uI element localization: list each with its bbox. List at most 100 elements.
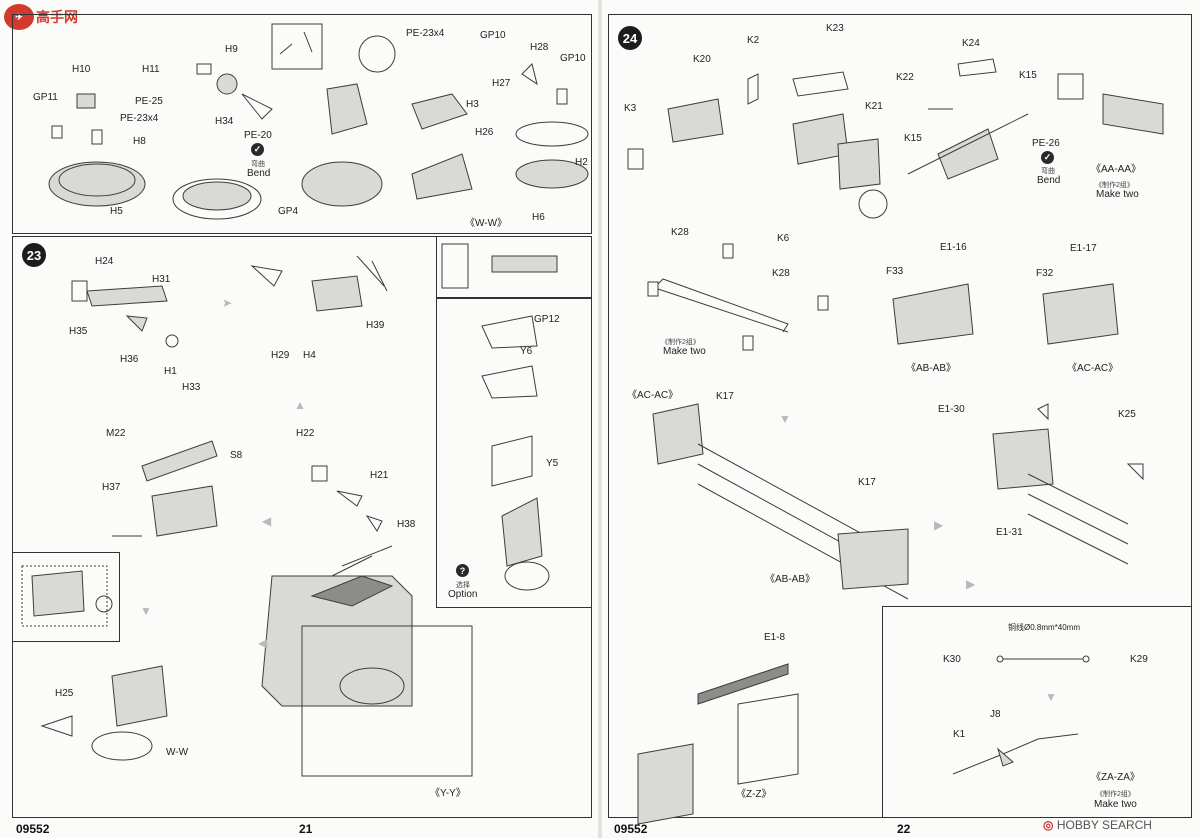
label-H2: H2: [575, 157, 588, 168]
view-label-yy: 《Y-Y》: [430, 788, 466, 799]
panel-ww-turret-ring: [12, 14, 592, 234]
label-H11: H11: [142, 64, 160, 75]
view-label-zz: 《Z-Z》: [736, 789, 772, 800]
step-23-badge: 23: [22, 243, 46, 267]
label-K20: K20: [693, 54, 711, 65]
label-PE-23x4-a: PE-23x4: [120, 113, 159, 124]
label-K15-a: K15: [1019, 70, 1037, 81]
view-label-ww: 《W-W》: [465, 218, 508, 229]
view-label-ac-ac-1: 《AC-AC》: [1067, 363, 1119, 374]
make-two-zh-3: 《制作2组》: [1096, 791, 1135, 798]
inset-gun-mount: [12, 552, 120, 642]
inset-za-za-cable: [882, 606, 1192, 818]
label-H35: H35: [69, 326, 88, 337]
bend-check-icon: ✓: [251, 143, 264, 156]
view-label-ab-ab-1: 《AB-AB》: [906, 363, 957, 374]
label-Y5: Y5: [546, 458, 559, 469]
label-K6: K6: [777, 233, 790, 244]
label-GP10-a: GP10: [480, 30, 506, 41]
step-24-drawing: [627, 58, 1164, 825]
page-gutter: [598, 0, 602, 838]
label-K3: K3: [624, 103, 637, 114]
label-K1: K1: [953, 729, 966, 740]
hobby-search-watermark: ◎ HOBBY SEARCH: [1043, 818, 1152, 832]
label-K15-b: K15: [904, 133, 922, 144]
logo-text: 高手网: [36, 9, 78, 25]
arrow-step24-a: ▼: [779, 412, 791, 426]
label-K29: K29: [1130, 654, 1148, 665]
make-two-zh-1: 《制作2组》: [1095, 182, 1134, 189]
label-K17-a: K17: [716, 391, 734, 402]
label-H25: H25: [55, 688, 74, 699]
arrow-step23-a: ➤: [222, 296, 233, 310]
label-H22: H22: [296, 428, 315, 439]
label-K23: K23: [826, 23, 844, 34]
footer-kit-number-left: 09552: [16, 822, 50, 836]
bend-note-en-2: Bend: [1037, 175, 1061, 186]
label-J8: J8: [990, 709, 1001, 720]
logo-icon: ✈: [4, 4, 34, 30]
label-H1: H1: [164, 366, 177, 377]
label-H33: H33: [182, 382, 201, 393]
inset-option-seat: [436, 298, 592, 608]
label-K17-b: K17: [858, 477, 876, 488]
label-H38: H38: [397, 519, 416, 530]
arrow-step23-d: ▼: [140, 604, 152, 618]
label-H39: H39: [366, 320, 385, 331]
view-label-ww-2: W-W: [166, 747, 189, 758]
hobby-search-text: HOBBY SEARCH: [1056, 818, 1152, 832]
step-23-drawing: [21, 243, 558, 777]
label-E1-17: E1-17: [1070, 243, 1097, 254]
arrow-step24-d: ▼: [1045, 690, 1057, 704]
hobby-search-logo-icon: ◎: [1043, 818, 1054, 832]
label-H6: H6: [532, 212, 545, 223]
label-H21: H21: [370, 470, 389, 481]
step-24-badge: 24: [618, 26, 642, 50]
label-H29: H29: [271, 350, 290, 361]
arrow-step23-e: ◀: [258, 636, 268, 650]
option-note-zh: 选择: [456, 582, 470, 589]
option-note-en: Option: [448, 589, 478, 600]
label-E1-8: E1-8: [764, 632, 786, 643]
arrow-step24-c: ▶: [966, 577, 976, 591]
label-H8: H8: [133, 136, 146, 147]
label-H4: H4: [303, 350, 316, 361]
label-H9: H9: [225, 44, 238, 55]
label-PE-26: PE-26: [1032, 138, 1060, 149]
label-GP4: GP4: [278, 206, 299, 217]
make-two-zh-2: 《制作2组》: [661, 339, 700, 346]
label-GP11: GP11: [33, 92, 58, 103]
arrow-step24-b: ▶: [934, 518, 944, 532]
inset-hatch-detail: [436, 236, 592, 298]
bend-check-icon-2: ✓: [1041, 151, 1054, 164]
make-two-en-2: Make two: [663, 346, 706, 357]
label-F32: F32: [1036, 268, 1054, 279]
label-K30: K30: [943, 654, 961, 665]
footer-kit-number-right: 09552: [614, 822, 648, 836]
label-H26: H26: [475, 127, 494, 138]
label-K2: K2: [747, 35, 760, 46]
label-K21: K21: [865, 101, 883, 112]
view-label-aa-aa: 《AA-AA》: [1091, 164, 1142, 175]
footer-page-number-left: 21: [299, 822, 313, 836]
bend-note-zh-2: 弯曲: [1041, 168, 1055, 175]
label-H10: H10: [72, 64, 91, 75]
label-E1-16: E1-16: [940, 242, 967, 253]
label-H27: H27: [492, 78, 511, 89]
label-E1-31: E1-31: [996, 527, 1023, 538]
label-Y6: Y6: [520, 346, 533, 357]
label-M22: M22: [106, 428, 126, 439]
label-K24: K24: [962, 38, 980, 49]
ww-assembly-drawing: [48, 23, 589, 220]
arrow-step23-b: ▲: [294, 398, 306, 412]
label-F33: F33: [886, 266, 904, 277]
view-label-ac-ac-2: 《AC-AC》: [627, 390, 679, 401]
label-K28-a: K28: [671, 227, 689, 238]
label-PE-23x4-b: PE-23x4: [406, 28, 445, 39]
bend-note-en: Bend: [247, 168, 271, 179]
option-question-icon: ?: [456, 564, 469, 577]
label-H37: H37: [102, 482, 121, 493]
make-two-en-3: Make two: [1094, 799, 1137, 810]
label-PE-25: PE-25: [135, 96, 163, 107]
label-H28: H28: [530, 42, 549, 53]
